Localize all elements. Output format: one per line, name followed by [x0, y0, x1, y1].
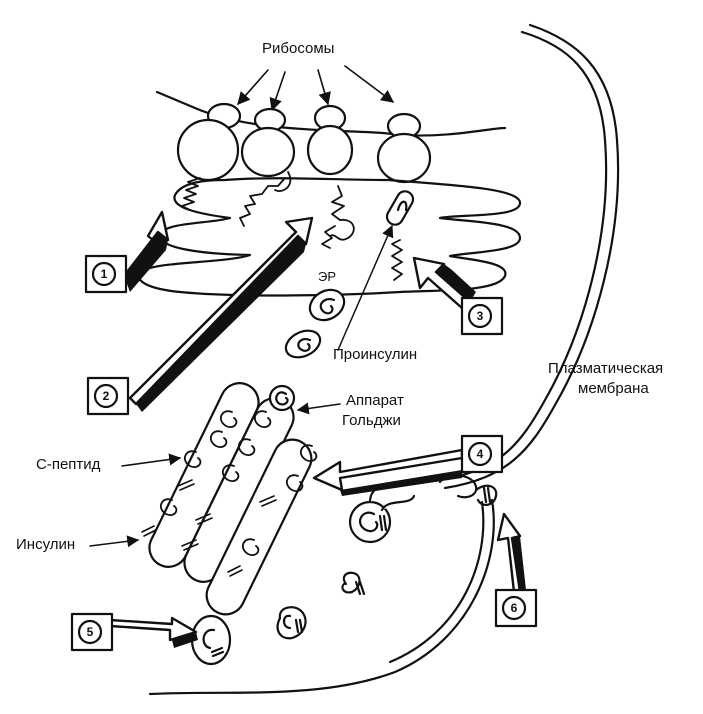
ribosome — [240, 126, 296, 178]
step-number-4: 4 — [477, 447, 484, 461]
er-label: ЭР — [318, 269, 337, 284]
golgi-apparatus — [148, 382, 313, 616]
proinsulin-label: Проинсулин — [333, 346, 418, 363]
step-arrow-shadows — [124, 232, 526, 648]
step-arrow-4 — [312, 448, 464, 492]
ribosome-pointer-arrows — [237, 65, 395, 112]
ribosomes-label: Рибосомы — [262, 40, 335, 57]
label-pointers — [89, 224, 394, 548]
step-number-2: 2 — [103, 389, 110, 403]
ribosomes — [176, 102, 432, 184]
golgi-label-line2: Гольджи — [342, 412, 401, 429]
step-number-3: 3 — [477, 309, 484, 323]
ribosome — [176, 118, 240, 182]
ribosome — [306, 124, 354, 176]
ribosome — [376, 132, 432, 184]
c-peptide-label: С-пептид — [36, 456, 101, 473]
proinsulin-molecules — [284, 190, 415, 359]
golgi-label-line1: Аппарат — [346, 392, 404, 409]
plasma-membrane — [148, 23, 620, 696]
nascent-chains — [181, 171, 403, 281]
golgi-contents — [159, 410, 318, 556]
step-number-1: 1 — [101, 267, 108, 281]
step-arrow-5 — [108, 616, 198, 642]
plasma-membrane-label-line1: Плазматическая — [548, 360, 664, 377]
plasma-membrane-label-line2: мембрана — [578, 380, 649, 397]
step-number-6: 6 — [511, 601, 518, 615]
step-number-5: 5 — [87, 625, 94, 639]
golgi-cisterna — [205, 438, 313, 616]
insulin-label: Инсулин — [16, 536, 76, 553]
mrna-strand — [155, 90, 507, 137]
step-boxes — [70, 254, 538, 652]
endoplasmic-reticulum — [138, 177, 522, 297]
insulin-symbols — [141, 479, 277, 577]
